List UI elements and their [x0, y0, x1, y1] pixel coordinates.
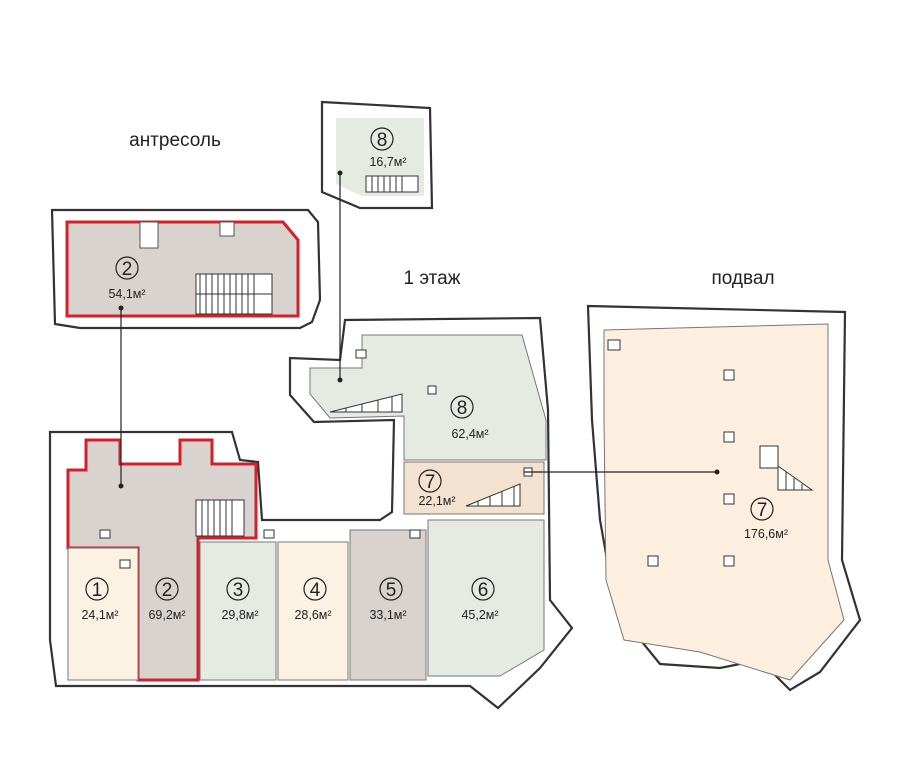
room-b7-area: 176,6м² [744, 527, 788, 541]
room-r6-badge [471, 577, 495, 601]
mezzanine-plan: 2 54,1м² [50, 208, 322, 330]
first-floor-plan: 1 24,1м² 2 69,2м² 3 29,8м² 4 28,6м² 5 33… [48, 316, 574, 710]
room-r1[interactable] [67, 547, 139, 681]
room-r2-badge [155, 577, 179, 601]
room-r8[interactable] [309, 334, 547, 461]
mezzanine-outline [50, 208, 322, 330]
room-r7-stair [465, 483, 521, 507]
room-m2-highlight [65, 220, 300, 318]
column [139, 221, 159, 249]
room-r3[interactable] [199, 541, 277, 681]
room-m2-number: 2 [122, 259, 133, 280]
basement-plan: 7 176,6м² [586, 304, 862, 692]
section-label-floor1: 1 этаж [404, 268, 461, 289]
room-r4-area: 28,6м² [294, 608, 331, 622]
upper-room-plan: 8 16,7м² [320, 100, 434, 210]
upper-stair [365, 175, 419, 193]
room-r3-badge [226, 577, 250, 601]
room-u8-badge [370, 127, 394, 151]
room-r1-number: 1 [92, 580, 103, 601]
room-u8-number: 8 [377, 130, 388, 151]
room-r6-area: 45,2м² [461, 608, 498, 622]
section-label-basement: подвал [711, 268, 774, 289]
room-r7-area: 22,1м² [418, 494, 455, 508]
room-r6[interactable] [427, 519, 545, 677]
room-r7-badge [418, 469, 442, 493]
mezzanine-stair [195, 273, 273, 315]
room-b7-number: 7 [757, 500, 768, 521]
room-r1-badge [85, 577, 109, 601]
room-m2-area: 54,1м² [108, 287, 145, 301]
wc-icon [99, 349, 421, 569]
room-r8-stair [329, 393, 403, 413]
wc-icon [607, 339, 621, 351]
room-r5-badge [379, 577, 403, 601]
room-r2-area: 69,2м² [148, 608, 185, 622]
room-r3-number: 3 [233, 580, 244, 601]
room-r8-number: 8 [457, 398, 468, 419]
column [647, 555, 659, 567]
connector-lines [120, 173, 717, 486]
room-r7-number: 7 [425, 472, 436, 493]
room-r5-number: 5 [386, 580, 397, 601]
room-u8-area: 16,7м² [369, 155, 406, 169]
room-b7-badge [750, 497, 774, 521]
column [723, 369, 735, 381]
column [427, 385, 437, 395]
column [723, 431, 735, 443]
room-r5[interactable] [349, 529, 427, 681]
column [723, 555, 735, 567]
first-floor-stair [195, 499, 245, 537]
room-r4-number: 4 [310, 580, 321, 601]
section-label-mezzanine: антресоль [129, 130, 221, 151]
room-m2-badge [115, 256, 139, 280]
basement-stair [759, 445, 814, 491]
room-r3-area: 29,8м² [221, 608, 258, 622]
room-r8-area: 62,4м² [451, 427, 488, 441]
upper-room-outline [320, 100, 434, 210]
room-r2-number: 2 [162, 580, 173, 601]
room-r1-area: 24,1м² [81, 608, 118, 622]
room-r8-badge [450, 395, 474, 419]
column [723, 493, 735, 505]
room-r6-number: 6 [478, 580, 489, 601]
room-r5-area: 33,1м² [369, 608, 406, 622]
column [219, 221, 235, 237]
room-r4-badge [303, 577, 327, 601]
room-r4[interactable] [277, 541, 349, 681]
